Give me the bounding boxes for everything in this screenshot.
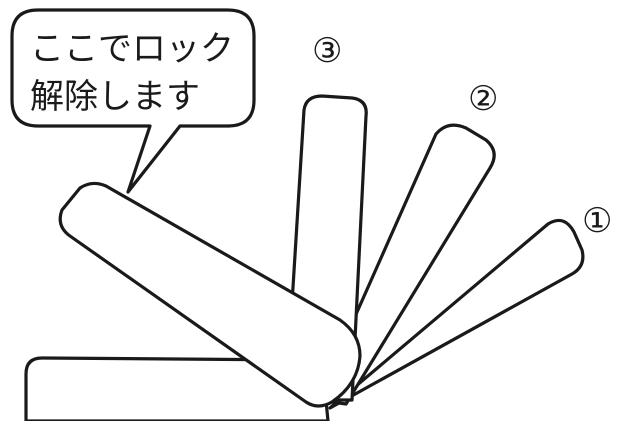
step-label-3: ③ <box>312 31 342 71</box>
arm-release-diagonal <box>58 181 362 408</box>
arm-position-2 <box>316 123 496 406</box>
callout-line-1: ここでロック <box>30 29 234 69</box>
arm-position-1 <box>328 218 585 410</box>
callout-line-2: 解除します <box>30 77 200 117</box>
step-label-2: ② <box>468 79 498 119</box>
callout-bubble <box>10 8 256 194</box>
step-label-1: ① <box>582 201 612 241</box>
